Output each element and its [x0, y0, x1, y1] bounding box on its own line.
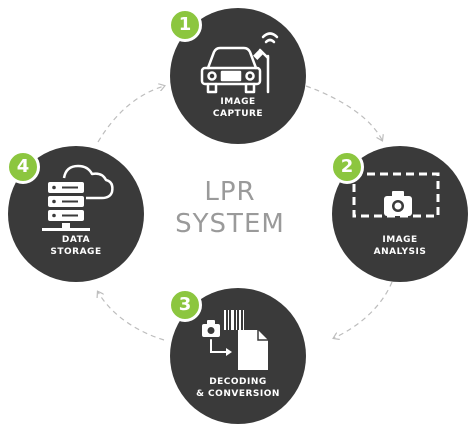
step-3-label-line1: DECODING: [209, 377, 267, 387]
step-2-label: IMAGE ANALYSIS: [346, 234, 454, 258]
step-1-label-line1: IMAGE: [220, 97, 256, 107]
step-2-label-line2: ANALYSIS: [373, 247, 427, 257]
step-4-label: DATA STORAGE: [22, 234, 130, 258]
connector-3-to-4: [98, 292, 165, 341]
center-title-line1: LPR: [204, 177, 256, 207]
step-1-label-line2: CAPTURE: [212, 109, 264, 119]
step-image-analysis: IMAGE ANALYSIS: [332, 146, 468, 282]
camera-frame-icon: [352, 172, 440, 218]
barcode-document-icon: [202, 310, 268, 370]
step-3-label: DECODING & CONVERSION: [184, 376, 292, 400]
step-4-label-line1: DATA: [61, 235, 91, 245]
server-cloud-icon: [42, 164, 114, 231]
step-1-badge: 1: [168, 8, 202, 42]
step-1-label: IMAGE CAPTURE: [184, 96, 292, 120]
center-title: LPR SYSTEM: [170, 176, 290, 240]
step-3-label-line2: & CONVERSION: [196, 389, 280, 399]
step-4-badge: 4: [6, 150, 40, 184]
center-title-line2: SYSTEM: [175, 209, 285, 239]
car-camera-icon: [200, 32, 279, 94]
step-2-badge: 2: [330, 150, 364, 184]
step-2-label-line1: IMAGE: [382, 235, 418, 245]
step-4-label-line2: STORAGE: [50, 247, 102, 257]
connector-1-to-2: [305, 85, 382, 140]
step-3-badge: 3: [168, 288, 202, 322]
connector-4-to-1: [97, 86, 164, 143]
connector-2-to-3: [334, 281, 393, 338]
